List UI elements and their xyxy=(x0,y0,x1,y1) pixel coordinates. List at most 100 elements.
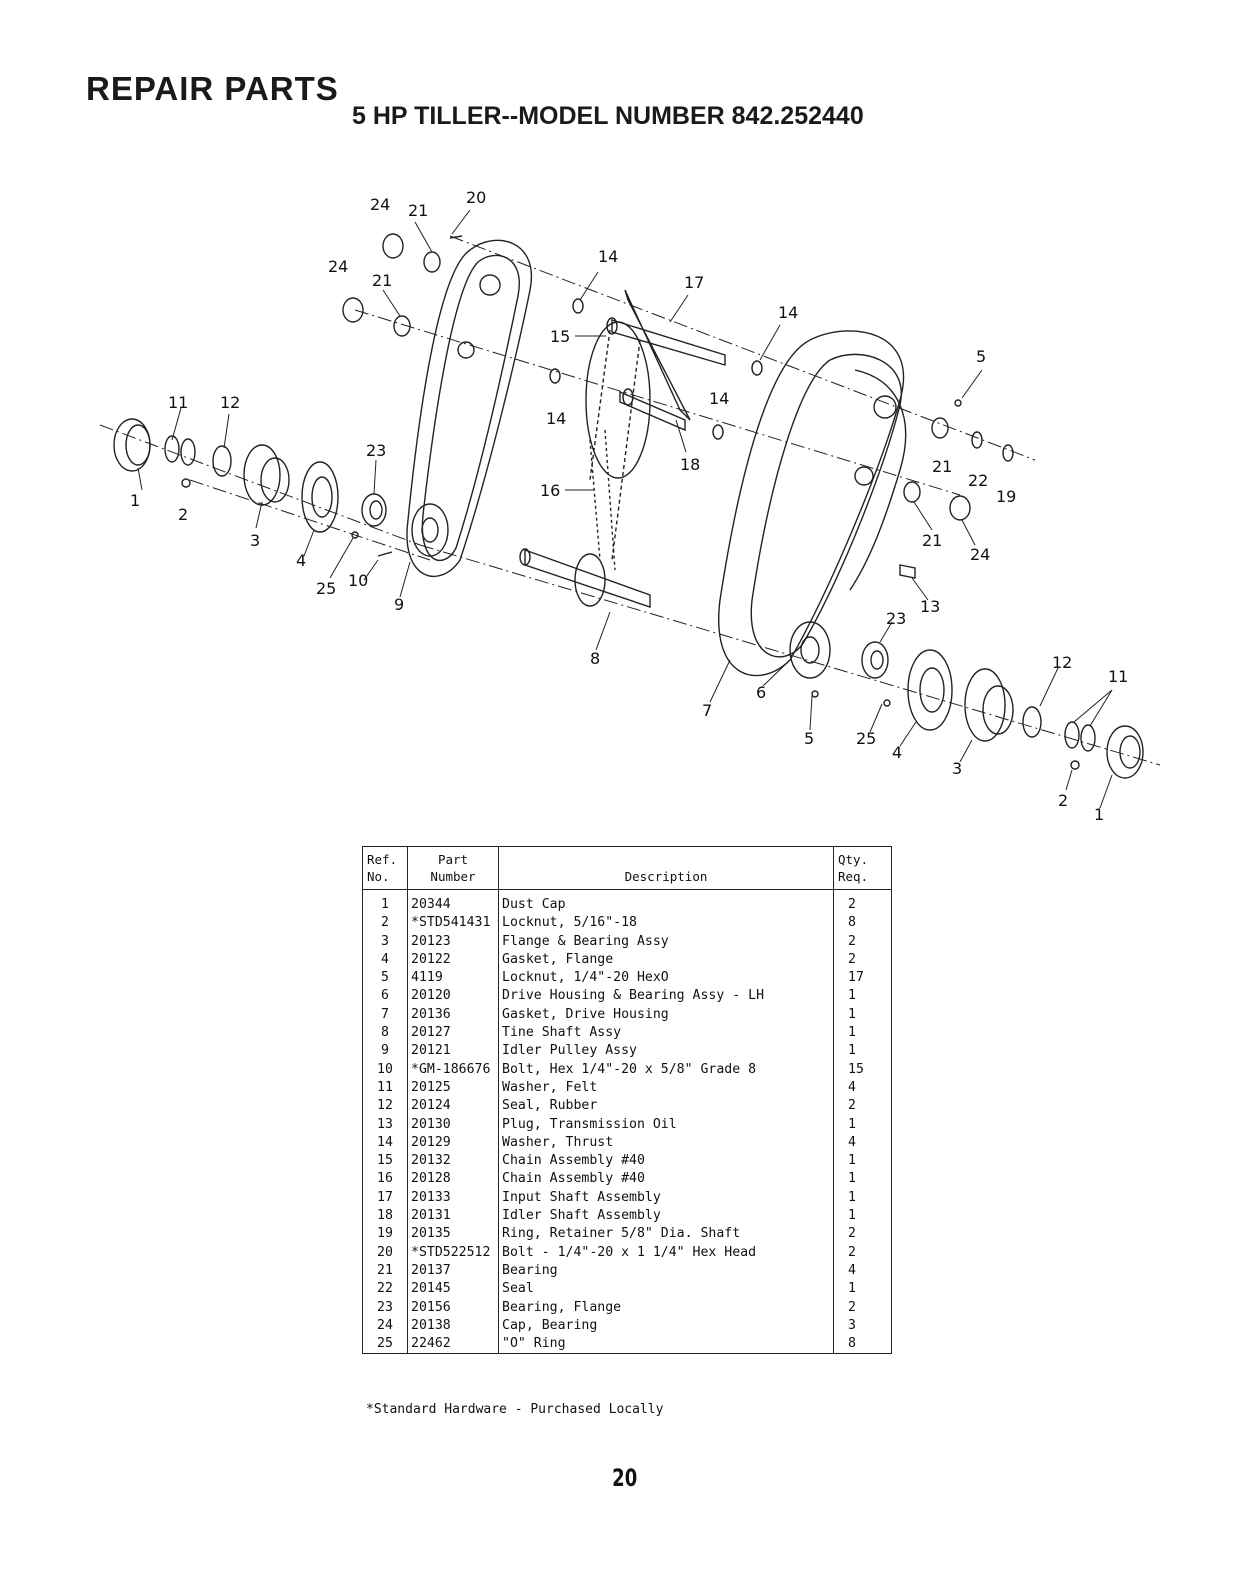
cell-part-number: *GM-186676 xyxy=(407,1060,499,1079)
bearing-right xyxy=(861,641,889,679)
left-drive-housing xyxy=(406,239,533,577)
cell-qty: 1 xyxy=(833,1170,892,1189)
callout-4: 4 xyxy=(892,743,902,762)
cell-part-number: 20138 xyxy=(407,1316,499,1336)
tine-shaft-8 xyxy=(519,548,651,608)
cell-ref-no: 21 xyxy=(362,1261,408,1281)
cell-qty: 2 xyxy=(833,932,892,951)
cell-ref-no: 10 xyxy=(362,1060,408,1079)
cell-part-number: 20132 xyxy=(407,1152,499,1171)
callout-24: 24 xyxy=(970,545,990,564)
felt-washers-right xyxy=(1064,721,1096,752)
cell-ref-no: 25 xyxy=(362,1335,408,1355)
footnote: *Standard Hardware - Purchased Locally xyxy=(366,1402,664,1417)
cell-description: Input Shaft Assembly xyxy=(498,1188,834,1208)
cell-qty: 1 xyxy=(833,1152,892,1171)
shaft-18 xyxy=(619,289,691,432)
cell-qty: 1 xyxy=(833,987,892,1006)
cell-ref-no: 19 xyxy=(362,1225,408,1244)
cell-qty: 4 xyxy=(833,1078,892,1098)
right-drive-housing xyxy=(718,330,907,679)
callout-4: 4 xyxy=(296,551,306,570)
cell-part-number: 20121 xyxy=(407,1042,499,1061)
cell-ref-no: 11 xyxy=(362,1078,408,1098)
callout-22: 22 xyxy=(968,471,988,490)
cell-description: Gasket, Drive Housing xyxy=(498,1005,834,1025)
cell-description: Locknut, 1/4"-20 HexO xyxy=(498,969,834,988)
callout-16: 16 xyxy=(540,481,560,500)
cell-qty: 2 xyxy=(833,1225,892,1244)
callout-20: 20 xyxy=(466,188,486,207)
page-number: 20 xyxy=(612,1464,638,1492)
callout-14: 14 xyxy=(546,409,566,428)
callout-1: 1 xyxy=(130,491,140,510)
header-ref-no: Ref. No. xyxy=(362,846,408,890)
cell-ref-no: 15 xyxy=(362,1152,408,1171)
cell-qty: 1 xyxy=(833,1115,892,1134)
cell-qty: 2 xyxy=(833,1298,892,1317)
cell-part-number: 20122 xyxy=(407,950,499,970)
right-bearings xyxy=(903,417,1014,521)
callout-18: 18 xyxy=(680,455,700,474)
exploded-parts-diagram: 24 21 20 24 21 14 17 14 15 5 11 12 14 14… xyxy=(99,188,1161,824)
header-description: Description xyxy=(498,846,834,890)
gasket-right xyxy=(907,649,953,731)
thrust-washers xyxy=(549,298,763,440)
chain-15 xyxy=(585,321,651,561)
cell-qty: 2 xyxy=(833,889,892,915)
bearing-left xyxy=(361,493,387,527)
cell-description: Flange & Bearing Assy xyxy=(498,932,834,951)
cell-description: Tine Shaft Assy xyxy=(498,1024,834,1043)
cell-ref-no: 14 xyxy=(362,1133,408,1153)
cell-description: Washer, Felt xyxy=(498,1078,834,1098)
cell-description: Chain Assembly #40 xyxy=(498,1152,834,1171)
header-part-number: Part Number xyxy=(407,846,499,890)
cell-qty: 17 xyxy=(833,969,892,988)
callout-15: 15 xyxy=(550,327,570,346)
callout-17: 17 xyxy=(684,273,704,292)
cell-description: Plug, Transmission Oil xyxy=(498,1115,834,1134)
callout-25: 25 xyxy=(316,579,336,598)
cell-ref-no: 13 xyxy=(362,1115,408,1134)
parts-list-table: Ref. No. Part Number Description Qty. Re… xyxy=(362,846,892,1355)
cell-part-number: 20135 xyxy=(407,1225,499,1244)
cell-description: Washer, Thrust xyxy=(498,1133,834,1153)
model-subtitle: 5 HP TILLER--MODEL NUMBER 842.252440 xyxy=(352,102,864,130)
callout-3: 3 xyxy=(250,531,260,550)
cell-description: Ring, Retainer 5/8" Dia. Shaft xyxy=(498,1225,834,1244)
callout-12: 12 xyxy=(1052,653,1072,672)
cell-ref-no: 6 xyxy=(362,987,408,1006)
callout-21: 21 xyxy=(932,457,952,476)
cell-part-number: 20123 xyxy=(407,932,499,951)
table-header-row: Ref. No. Part Number Description Qty. Re… xyxy=(362,846,892,890)
cell-qty: 4 xyxy=(833,1261,892,1281)
callout-24: 24 xyxy=(370,195,390,214)
callout-25: 25 xyxy=(856,729,876,748)
callout-8: 8 xyxy=(590,649,600,668)
cell-part-number: *STD541431 xyxy=(407,914,499,933)
cell-ref-no: 5 xyxy=(362,969,408,988)
cell-description: Chain Assembly #40 xyxy=(498,1170,834,1189)
cell-part-number: 20145 xyxy=(407,1280,499,1299)
cell-part-number: 4119 xyxy=(407,969,499,988)
cell-description: Idler Shaft Assembly xyxy=(498,1207,834,1226)
cell-part-number: 22462 xyxy=(407,1335,499,1355)
small-nuts-bolts xyxy=(181,235,1080,770)
cell-description: Locknut, 5/16"-18 xyxy=(498,914,834,933)
cell-part-number: 20136 xyxy=(407,1005,499,1025)
